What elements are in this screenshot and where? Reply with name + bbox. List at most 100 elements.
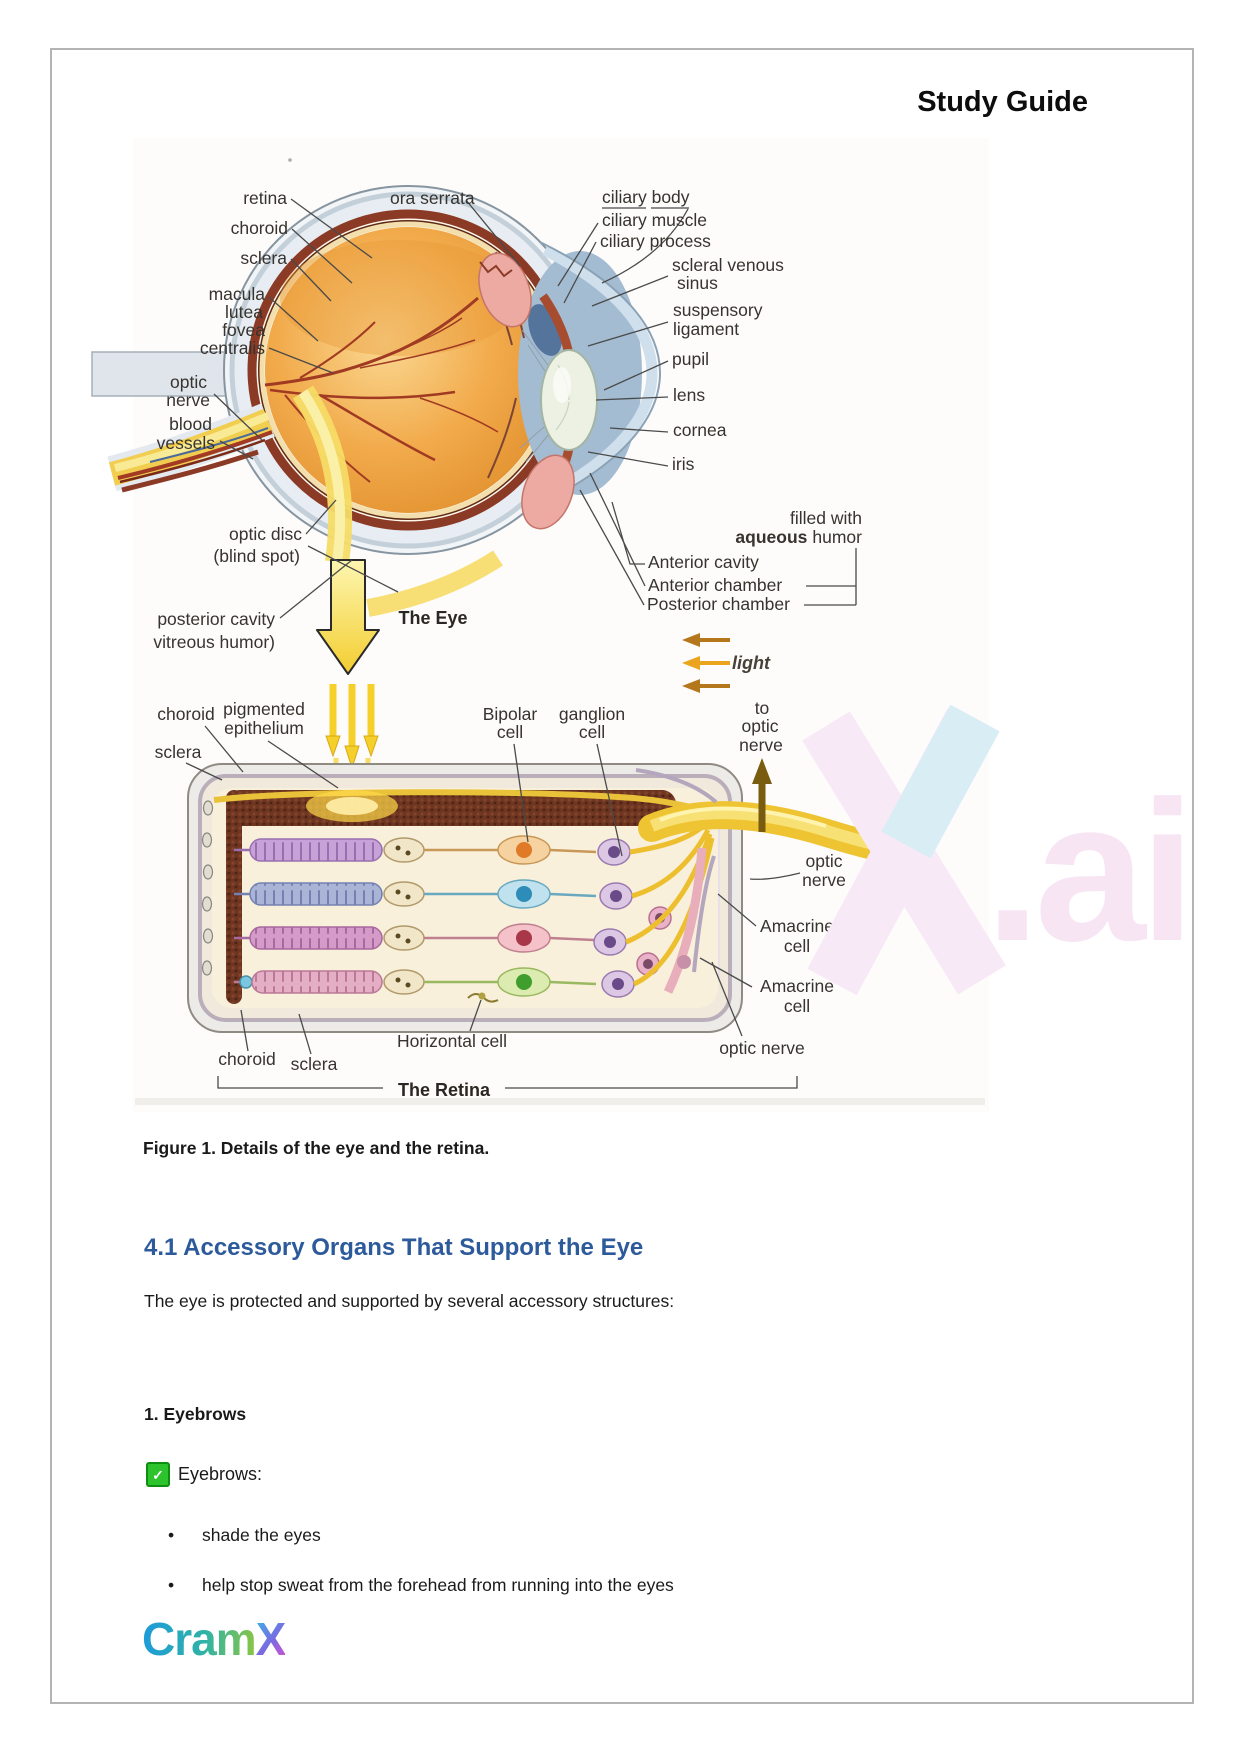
eye-section-title: The Eye [398,608,467,628]
cramx-logo-cram: Cram [142,1613,257,1665]
bullet-item: • shade the eyes [168,1525,321,1546]
light-arrows [682,633,730,693]
section-intro: The eye is protected and supported by se… [144,1291,675,1311]
photoreceptor-row [234,967,635,998]
retinal-blood-vessels [264,296,499,483]
retina-labels: choroid pigmented epithelium sclera Bipo… [155,698,846,1100]
label-horizontal-cell: Horizontal cell [397,1031,507,1051]
item-heading: 1. Eyebrows [144,1404,247,1424]
big-down-arrow [316,559,380,675]
label-choroid: choroid [231,218,288,238]
bullet-text: help stop sweat from the forehead from r… [202,1575,674,1595]
label-ciliary-body: ciliary body [602,187,690,207]
label-fovea: fovea [222,320,265,340]
bullet-icon: • [168,1575,175,1595]
label-sclera-bottom: sclera [291,1054,338,1074]
document-title: Study Guide [917,86,1088,118]
photoreceptor-row [234,923,627,956]
label-to-optic-nerve: nerve [739,735,783,755]
watermark: .ai [802,704,1195,996]
eye-labels: retina choroid sclera macula lutea fovea… [153,187,862,673]
label-amacrine-cell: Amacrine [760,976,834,996]
label-pigmented-epithelium: pigmented [223,699,305,719]
label-optic-nerve: optic [170,372,207,392]
pink-strand [663,847,707,994]
bullet-item: • help stop sweat from the forehead from … [168,1575,674,1596]
label-blood-vessels: vessels [157,433,216,453]
figure-caption: Figure 1. Details of the eye and the ret… [143,1138,490,1158]
photoreceptor-row [234,879,633,910]
photoreceptor-row [234,835,631,866]
label-blood-vessels: blood [169,414,212,434]
label-fovea: centralis [200,338,265,358]
label-scleral-venous-sinus: scleral venous [672,255,784,275]
label-suspensory-ligament: suspensory [673,300,763,320]
label-scleral-venous-sinus: sinus [677,273,718,293]
label-bipolar-cell: cell [497,722,523,742]
label-amacrine-cell: cell [784,996,810,1016]
bullet-icon: • [168,1525,175,1545]
label-posterior-chamber: Posterior chamber [647,594,790,614]
label-amacrine-cell: cell [784,936,810,956]
horizontal-cell-shape [467,992,499,1003]
to-optic-nerve-arrow [752,758,772,832]
cornea-shape [542,245,658,501]
label-ciliary-muscle: ciliary muscle [602,210,707,230]
cramx-logo-x: X [255,1613,287,1665]
label-choroid-top: choroid [157,704,214,724]
label-amacrine-cell: Amacrine [760,916,834,936]
label-posterior-cavity: posterior cavity [157,609,275,629]
label-macula: lutea [225,302,263,322]
label-ciliary-process: ciliary process [600,231,711,251]
label-optic-disc: optic disc [229,524,302,544]
label-iris: iris [672,454,695,474]
label-suspensory-ligament: ligament [673,319,739,339]
watermark-text: .ai [985,760,1189,983]
label-optic-nerve-bottom: optic nerve [719,1038,805,1058]
label-ora-serrata: ora serrata [390,188,475,208]
label-to-optic-nerve: to [755,698,770,718]
light-beam [292,385,503,617]
retina-leader-lines [185,725,801,1089]
label-macula: macula [209,284,266,304]
eye-diagram [91,185,662,675]
label-posterior-cavity: vitreous humor) [153,632,275,652]
label-ganglion-cell: cell [579,722,605,742]
label-choroid-bottom: choroid [218,1049,275,1069]
label-sclera-top: sclera [155,742,202,762]
label-ganglion-cell: ganglion [559,704,625,724]
speck [288,158,292,162]
label-sclera: sclera [240,248,287,268]
checklist-row: ✓ Eyebrows: [146,1462,262,1487]
label-optic-nerve: nerve [166,390,210,410]
beam-into-retina [325,684,379,804]
label-cornea: cornea [673,420,727,440]
label-optic-nerve-mid: nerve [802,870,846,890]
label-optic-nerve-mid: optic [806,851,843,871]
cramx-logo: CramX [142,1612,287,1666]
label-retina: retina [243,188,287,208]
label-optic-disc: (blind spot) [213,546,300,566]
label-to-optic-nerve: optic [742,716,779,736]
sclera-cells [201,800,214,976]
label-filled-with: filled with [790,508,862,528]
label-lens: lens [673,385,705,405]
label-light: light [732,653,771,673]
retina-section-title: The Retina [398,1080,491,1100]
checklist-label: Eyebrows: [178,1464,263,1484]
section-heading: 4.1 Accessory Organs That Support the Ey… [144,1234,644,1261]
figure-bottom-edge [135,1098,985,1105]
checkbox-checked-icon[interactable]: ✓ [146,1462,170,1487]
bullet-text: shade the eyes [202,1525,321,1545]
retina-diagram [187,763,927,1033]
label-pupil: pupil [672,349,709,369]
label-anterior-chamber: Anterior chamber [648,575,782,595]
label-bipolar-cell: Bipolar [483,704,538,724]
label-anterior-cavity: Anterior cavity [648,552,759,572]
label-pigmented-epithelium: epithelium [224,718,304,738]
ciliary-body-shape [478,252,575,530]
